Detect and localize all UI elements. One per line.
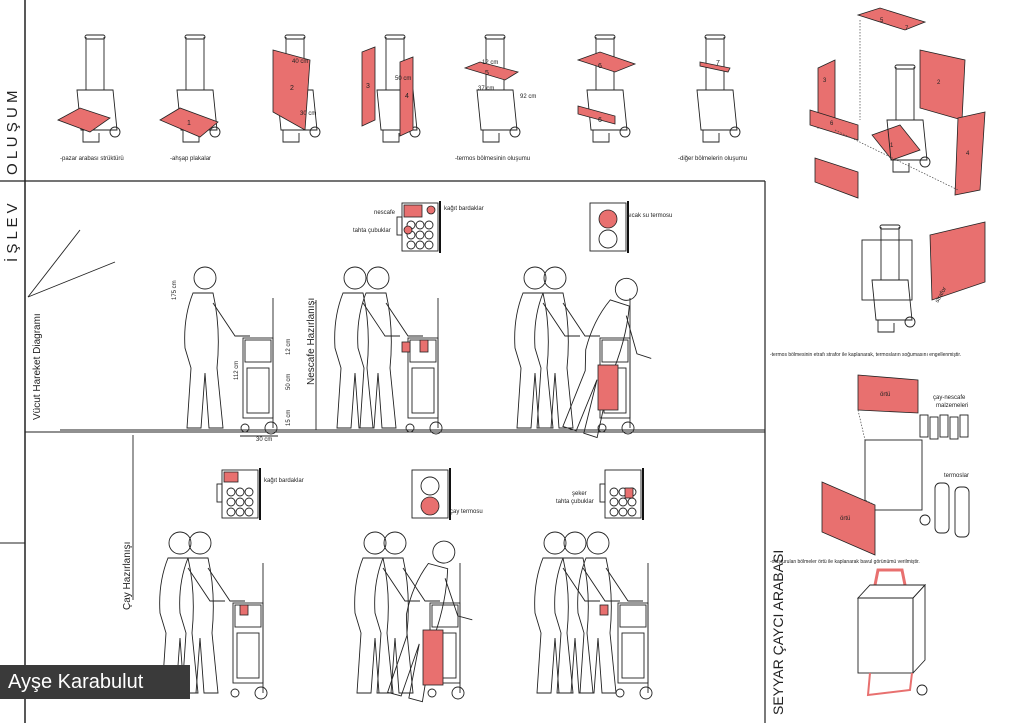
label-nescafe: nescafe	[374, 210, 396, 216]
top-view-sugar	[599, 467, 644, 521]
label-stirrers: tahta çubuklar	[353, 228, 391, 234]
panel-number: 1	[890, 143, 894, 149]
panel-number: 5	[485, 70, 489, 77]
label-tea-coffee: çay-nescafe	[933, 395, 966, 401]
section-title-olusum: O L U Ş U M	[4, 91, 21, 175]
label-sugar: şeker	[572, 491, 587, 497]
panel-number: 4	[405, 93, 409, 100]
label-thermoses: termoslar	[944, 473, 969, 479]
person-ghost	[534, 266, 601, 429]
person-ghost	[334, 266, 401, 429]
measurement-label: 175 cm	[172, 280, 178, 300]
trolley-side-view	[405, 297, 443, 435]
caption-thermos: -termos bölmesinin oluşumu	[455, 156, 530, 162]
panel-number: 6	[598, 63, 602, 70]
label-hot-water-thermos: sıcak su termosu	[627, 213, 672, 219]
cay-title: Çay Hazırlanışı	[122, 542, 133, 610]
person-nescafe	[357, 266, 424, 429]
caption-cover: -oluşturulan bölmeler örtü ile kaplanara…	[770, 559, 920, 565]
person-ghost	[554, 531, 621, 694]
olusum-step-other-1	[586, 34, 631, 143]
cover-exploded-view: örtü örtü çay-nescafe malzemeleri termos…	[821, 374, 970, 556]
author-label: Ayşe Karabulut	[0, 665, 190, 699]
olusum-step-structure	[57, 34, 121, 143]
panel-number: 5	[880, 18, 884, 24]
measurement-label: 12 cm	[286, 339, 292, 355]
panel-number: 4	[966, 151, 970, 157]
olusum-step-other-2	[696, 34, 741, 143]
panel-number: 6	[598, 117, 602, 124]
caption-plates: -ahşap plakalar	[170, 156, 211, 162]
body-movement-title: Vücut Hareket Diagramı	[32, 313, 43, 420]
label-stirrers: tahta çubuklar	[556, 499, 594, 505]
project-title: SEYYAR ÇAYCI ARABASI	[770, 550, 786, 715]
measurement-label: 30 cm	[256, 437, 272, 443]
section-title-islev: İ Ş L E V	[3, 203, 21, 262]
caption-strafor: -termos bölmesinin etrafı strafor ile ka…	[770, 352, 961, 358]
final-suitcase-trolley	[856, 568, 928, 697]
panel-number: 6	[830, 121, 834, 127]
panel-number: 1	[187, 120, 191, 127]
trolley-side-view	[230, 562, 268, 700]
panel-1	[159, 107, 219, 138]
label-supplies: malzemeleri	[936, 403, 968, 409]
top-view-hot-water	[589, 201, 629, 253]
exploded-view: 5 7 3 2 6 1 4	[809, 7, 986, 199]
person-cay-sugar	[577, 531, 644, 694]
person-bending	[560, 272, 673, 447]
angle-diagram-icon	[27, 229, 116, 298]
dimension-label: 12 cm	[482, 60, 498, 66]
label-paper-cups: kağıt bardaklar	[444, 206, 484, 212]
dimension-label: 37 cm	[478, 86, 494, 92]
measurement-label: 50 cm	[286, 374, 292, 390]
trolley-side-view	[615, 562, 653, 700]
top-view-cay-cups	[216, 467, 261, 521]
panel-number: 7	[905, 26, 909, 32]
label-paper-cups: kağıt bardaklar	[264, 478, 304, 484]
panel-number: 2	[937, 80, 941, 86]
label-cover: örtü	[880, 392, 890, 398]
dimension-label: 50 cm	[395, 76, 411, 82]
nescafe-title: Nescafe Hazırlanışı	[306, 298, 317, 385]
dimension-label: 30 cm	[300, 111, 316, 117]
caption-structure: -pazar arabası strüktürü	[60, 156, 124, 162]
panel-number: 2	[290, 85, 294, 92]
measurement-label: 112 cm	[234, 361, 240, 380]
caption-other: -diğer bölmelerin oluşumu	[678, 156, 747, 162]
dimension-label: 92 cm	[520, 94, 536, 100]
trolley-side-view	[240, 297, 278, 435]
olusum-step-plates-3-4	[376, 34, 421, 143]
label-tea-thermos: çay termosu	[450, 509, 483, 515]
measurement-label: 15 cm	[286, 410, 292, 426]
person-standing	[184, 266, 251, 429]
panel-2	[272, 49, 311, 131]
label-cover: örtü	[840, 516, 850, 522]
strafor-view: strafor	[861, 221, 986, 333]
panel-number: 7	[716, 60, 720, 67]
dimension-label: 40 cm	[292, 59, 308, 65]
panel-number: 3	[366, 83, 370, 90]
panel-number: 3	[823, 78, 827, 84]
top-view-tea-thermos	[411, 468, 451, 520]
